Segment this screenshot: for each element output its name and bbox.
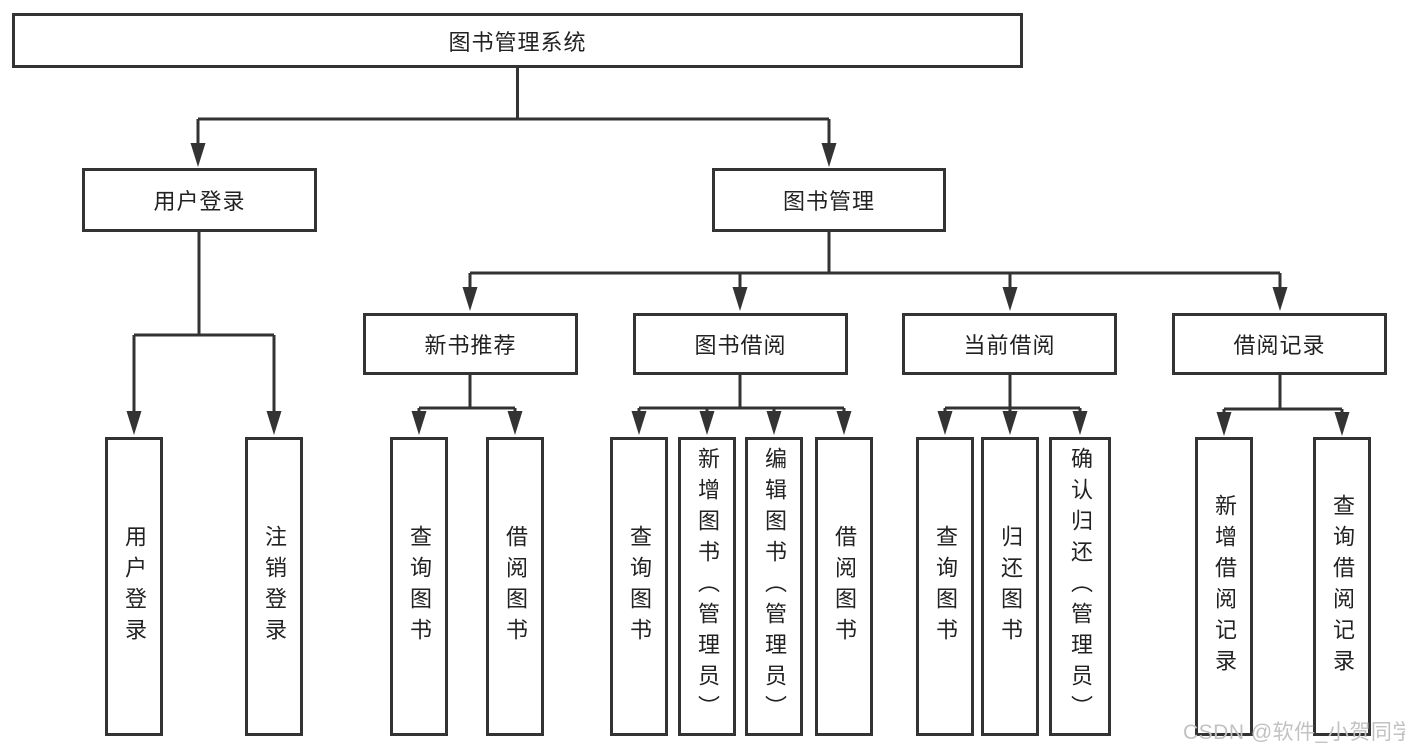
leaf-add-books-admin: 新增图书（管理员） <box>678 437 736 736</box>
node-borrowing-records: 借阅记录 <box>1172 313 1387 375</box>
leaf-borrow-books-borrowing: 借阅图书 <box>815 437 873 736</box>
watermark-text: CSDN @软件_小贺同学 <box>1183 721 1405 744</box>
leaf-borrow-books-recommend: 借阅图书 <box>486 437 544 736</box>
node-library-system: 图书管理系统 <box>12 13 1023 68</box>
node-book-management: 图书管理 <box>712 168 946 232</box>
leaf-user-login: 用户登录 <box>105 437 163 736</box>
node-user-login: 用户登录 <box>82 168 317 232</box>
leaf-add-borrowing-record: 新增借阅记录 <box>1195 437 1253 736</box>
node-book-borrowing: 图书借阅 <box>633 313 848 375</box>
leaf-query-borrowing-record: 查询借阅记录 <box>1313 437 1371 736</box>
node-new-book-recommendation: 新书推荐 <box>363 313 578 375</box>
node-current-borrowing: 当前借阅 <box>902 313 1117 375</box>
leaf-query-books-borrowing: 查询图书 <box>610 437 668 736</box>
leaf-confirm-return-admin: 确认归还（管理员） <box>1049 437 1111 736</box>
leaf-edit-books-admin: 编辑图书（管理员） <box>745 437 803 736</box>
leaf-query-books-current: 查询图书 <box>916 437 974 736</box>
leaf-query-books-recommend: 查询图书 <box>390 437 448 736</box>
leaf-logout-login: 注销登录 <box>245 437 303 736</box>
leaf-return-books: 归还图书 <box>981 437 1039 736</box>
